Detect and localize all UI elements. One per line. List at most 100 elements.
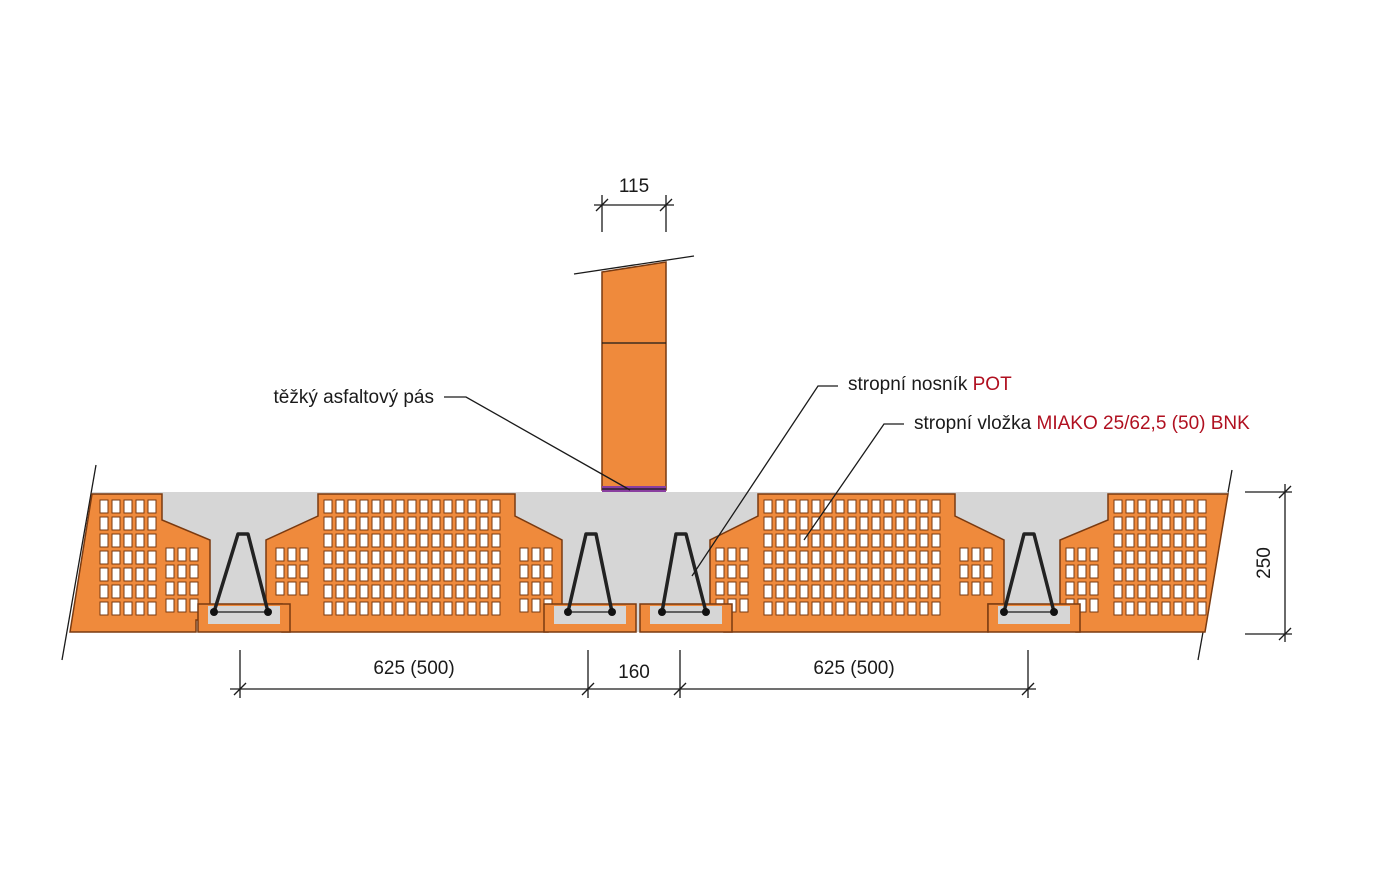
brick-hole [847, 584, 857, 599]
brick-hole [359, 550, 369, 565]
brick-hole [739, 547, 749, 562]
brick-hole [467, 533, 477, 548]
brick-hole [763, 533, 773, 548]
brick-hole [919, 601, 929, 616]
brick-hole [1137, 584, 1147, 599]
brick-hole [479, 567, 489, 582]
brick-hole [419, 584, 429, 599]
annotation-insert: stropní vložka MIAKO 25/62,5 (50) BNK [803, 413, 1250, 541]
brick-hole [1161, 584, 1171, 599]
brick-hole [1125, 499, 1135, 514]
brick-hole [1125, 567, 1135, 582]
brick-hole [715, 581, 725, 596]
brick-hole [347, 601, 357, 616]
brick-hole [1161, 499, 1171, 514]
brick-hole [1113, 550, 1123, 565]
brick-hole [479, 601, 489, 616]
insert-label: stropní vložka MIAKO 25/62,5 (50) BNK [914, 413, 1250, 434]
brick-hole [135, 550, 145, 565]
brick-hole [1089, 547, 1099, 562]
rebar-dot [608, 608, 616, 616]
brick-hole [799, 516, 809, 531]
brick-hole [407, 567, 417, 582]
brick-hole [111, 533, 121, 548]
brick-hole [335, 533, 345, 548]
brick-hole [1113, 584, 1123, 599]
brick-hole [1137, 533, 1147, 548]
brick-hole [371, 533, 381, 548]
rebar-dot [264, 608, 272, 616]
brick-hole [111, 550, 121, 565]
brick-hole [715, 547, 725, 562]
brick-hole [811, 601, 821, 616]
brick-hole [467, 550, 477, 565]
brick-hole [99, 584, 109, 599]
brick-hole [323, 516, 333, 531]
brick-hole [787, 584, 797, 599]
brick-hole [883, 567, 893, 582]
brick-hole [407, 499, 417, 514]
brick-hole [1161, 601, 1171, 616]
brick-hole [1197, 584, 1207, 599]
brick-hole [111, 601, 121, 616]
brick-hole [883, 499, 893, 514]
brick-hole [895, 533, 905, 548]
brick-hole [359, 567, 369, 582]
brick-hole [491, 499, 501, 514]
brick-hole [931, 584, 941, 599]
brick-hole [407, 516, 417, 531]
brick-hole [1113, 601, 1123, 616]
brick-hole [1173, 567, 1183, 582]
brick-hole [531, 581, 541, 596]
brick-hole [811, 584, 821, 599]
brick-hole [883, 516, 893, 531]
brick-hole [1113, 567, 1123, 582]
brick-hole [111, 584, 121, 599]
brick-hole [407, 601, 417, 616]
brick-hole [419, 601, 429, 616]
brick-hole [395, 516, 405, 531]
brick-hole [1065, 547, 1075, 562]
brick-hole [1113, 516, 1123, 531]
brick-hole [763, 516, 773, 531]
brick-hole [983, 581, 993, 596]
brick-hole [919, 550, 929, 565]
brick-hole [347, 499, 357, 514]
brick-hole [1173, 584, 1183, 599]
brick-hole [811, 533, 821, 548]
brick-hole [907, 584, 917, 599]
truss-2 [566, 532, 614, 613]
beam-shoe-fill-2 [554, 606, 626, 624]
brick-hole [1149, 584, 1159, 599]
brick-hole [835, 516, 845, 531]
brick-hole [111, 499, 121, 514]
brick-hole [739, 564, 749, 579]
brick-hole [123, 567, 133, 582]
brick-hole [177, 598, 187, 613]
brick-hole [479, 584, 489, 599]
beam-gap-value: 160 [618, 662, 650, 683]
brick-hole [859, 567, 869, 582]
brick-hole [519, 547, 529, 562]
brick-hole [919, 533, 929, 548]
truss-4 [1002, 532, 1056, 613]
brick-hole [479, 533, 489, 548]
brick-hole [99, 533, 109, 548]
brick-hole [177, 547, 187, 562]
beam-shoe-fill-1 [208, 606, 280, 624]
brick-hole [835, 499, 845, 514]
brick-hole [907, 516, 917, 531]
dim-tick [659, 198, 673, 212]
brick-hole [775, 516, 785, 531]
brick-hole [931, 601, 941, 616]
brick-hole [419, 499, 429, 514]
brick-hole [491, 533, 501, 548]
brick-hole [135, 584, 145, 599]
brick-hole [543, 564, 553, 579]
brick-hole [371, 550, 381, 565]
brick-hole [335, 601, 345, 616]
brick-hole [775, 567, 785, 582]
brick-hole [787, 516, 797, 531]
brick-hole [823, 533, 833, 548]
brick-hole [883, 601, 893, 616]
